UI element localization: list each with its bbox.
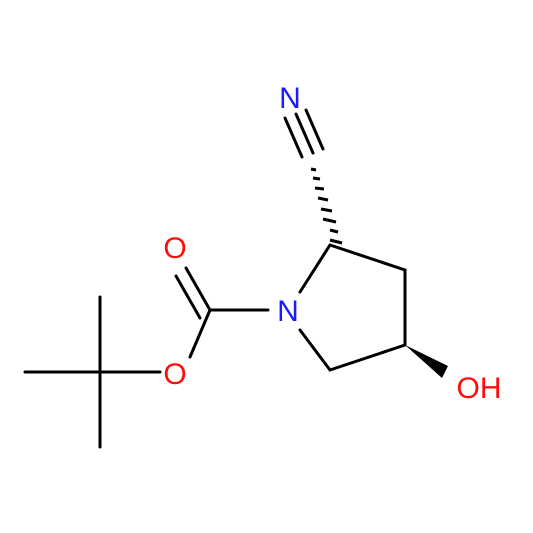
solid-wedge-bond	[405, 345, 448, 378]
nitrile-nitrogen-label: N	[279, 82, 301, 115]
hashed-wedge-bond	[310, 167, 343, 245]
ring-bond-c4-c5	[328, 343, 407, 372]
ring-bond-n-c2	[298, 243, 332, 294]
carbamate-group	[174, 266, 270, 359]
ring-bond-c2-c3	[328, 243, 407, 272]
ring-nitrogen-label: N	[277, 295, 299, 328]
ring-bond-c5-n	[298, 328, 332, 372]
tert-butyl-group	[23, 295, 162, 449]
nitrile-triple-bond	[283, 108, 325, 159]
carbonyl-oxygen-label: O	[163, 232, 186, 265]
carbonyl-double-bond-b	[174, 274, 202, 320]
ester-oxygen-label: O	[163, 358, 186, 391]
carbonyl-double-bond-a	[184, 266, 212, 312]
pyrrolidine-ring	[298, 243, 407, 372]
hydroxyl-group-label: OH	[457, 372, 502, 405]
ester-o-to-carbonyl-c	[188, 308, 212, 359]
